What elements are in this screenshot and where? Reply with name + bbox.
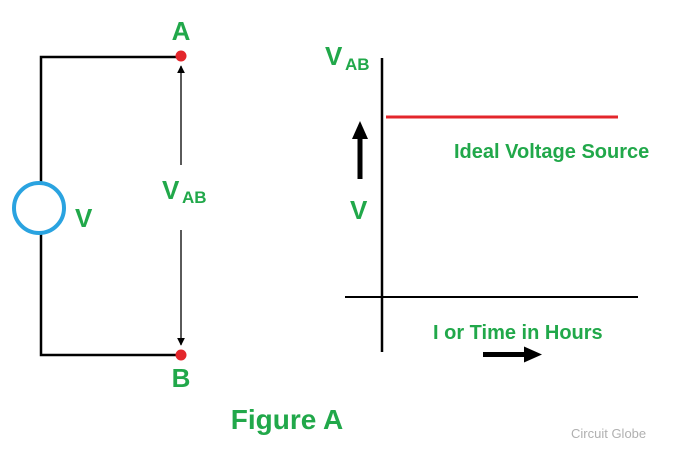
top-wire xyxy=(39,55,180,182)
node-b-dot xyxy=(175,349,187,361)
time-right-arrow-icon xyxy=(483,346,542,363)
figure-caption: Figure A xyxy=(231,404,344,435)
node-b-label: B xyxy=(172,363,191,393)
y-axis-label-sub: AB xyxy=(345,55,370,74)
graph-v-label: V xyxy=(350,195,368,225)
x-axis-label: I or Time in Hours xyxy=(433,322,603,344)
node-a-label: A xyxy=(172,16,191,46)
ideal-voltage-source-label: Ideal Voltage Source xyxy=(454,141,649,163)
bottom-wire xyxy=(39,233,180,357)
y-axis-label-main: V xyxy=(325,41,343,71)
vab-label-main: V xyxy=(162,175,180,205)
node-a-dot xyxy=(175,50,187,62)
vab-label-sub: AB xyxy=(182,188,207,207)
voltage-source-icon xyxy=(12,181,66,235)
watermark: Circuit Globe xyxy=(571,426,646,441)
voltage-up-arrow-icon xyxy=(352,121,368,179)
source-v-label: V xyxy=(75,203,93,233)
